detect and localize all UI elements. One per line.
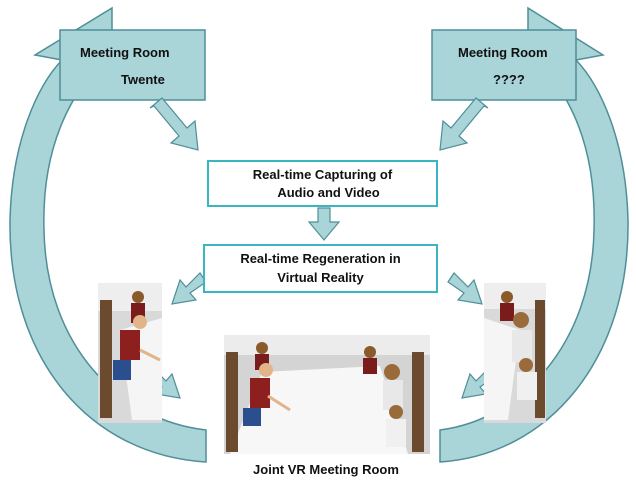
vr-meeting-left-view (98, 283, 162, 423)
room-right-title: Meeting Room (458, 45, 548, 60)
room-left-title: Meeting Room (80, 45, 170, 60)
capture-box-line2: Audio and Video (277, 185, 380, 200)
room-left-name: Twente (121, 72, 165, 87)
capture-box-line1: Real-time Capturing of (252, 167, 393, 182)
regen-box-line2: Virtual Reality (277, 270, 364, 285)
room-box-left (59, 29, 206, 101)
capture-box (207, 160, 438, 207)
arrow-regen-to-right-view (447, 272, 483, 305)
regen-box-line1: Real-time Regeneration in (240, 251, 401, 266)
vr-meeting-right-view (484, 283, 546, 423)
room-right-name: ???? (493, 72, 525, 87)
arrow-room-left-to-capture (149, 97, 199, 151)
arrow-regen-to-left-view (171, 272, 207, 305)
arrow-room-right-to-capture (439, 97, 489, 151)
regen-box (203, 244, 438, 293)
loop-arrow-right (439, 6, 629, 463)
joint-room-caption: Joint VR Meeting Room (253, 462, 399, 477)
vr-meeting-joint-view (224, 335, 430, 454)
loop-arrow-left (9, 6, 207, 463)
arrow-capture-to-regen (307, 207, 341, 241)
room-box-right (431, 29, 577, 101)
